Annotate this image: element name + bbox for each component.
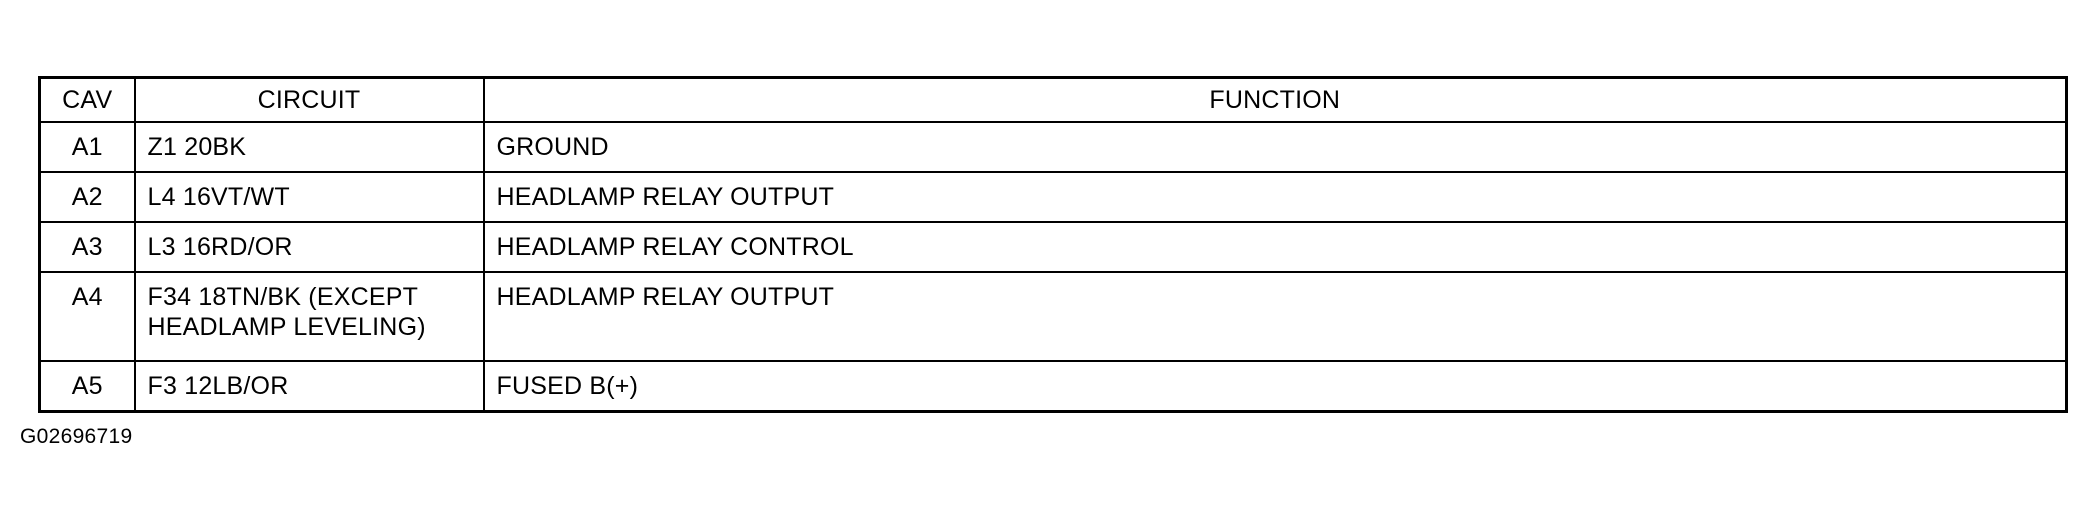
circuit-cell: L3 16RD/OR (133, 221, 485, 273)
header-function: FUNCTION (482, 76, 2068, 123)
table-row: A2 L4 16VT/WT HEADLAMP RELAY OUTPUT (38, 171, 2068, 223)
table-row: A5 F3 12LB/OR FUSED B(+) (38, 360, 2068, 413)
function-cell: HEADLAMP RELAY CONTROL (482, 221, 2068, 273)
cav-cell: A3 (38, 221, 136, 273)
figure-id: G02696719 (20, 425, 133, 448)
circuit-cell: F3 12LB/OR (133, 360, 485, 413)
circuit-cell: Z1 20BK (133, 121, 485, 173)
cav-cell: A2 (38, 171, 136, 223)
circuit-cell: F34 18TN/BK (EXCEPT HEADLAMP LEVELING) (133, 271, 485, 362)
function-cell: HEADLAMP RELAY OUTPUT (482, 171, 2068, 223)
circuit-cell: L4 16VT/WT (133, 171, 485, 223)
function-cell: HEADLAMP RELAY OUTPUT (482, 271, 2068, 362)
cav-cell: A1 (38, 121, 136, 173)
cav-cell: A4 (38, 271, 136, 362)
function-cell: GROUND (482, 121, 2068, 173)
header-cav: CAV (38, 76, 136, 123)
table-row: A4 F34 18TN/BK (EXCEPT HEADLAMP LEVELING… (38, 271, 2068, 362)
connector-pinout-table: CAV CIRCUIT FUNCTION A1 Z1 20BK GROUND A… (38, 76, 2068, 413)
table-row: A3 L3 16RD/OR HEADLAMP RELAY CONTROL (38, 221, 2068, 273)
cav-cell: A5 (38, 360, 136, 413)
table-row: A1 Z1 20BK GROUND (38, 121, 2068, 173)
table-header-row: CAV CIRCUIT FUNCTION (38, 76, 2068, 123)
header-circuit: CIRCUIT (133, 76, 485, 123)
function-cell: FUSED B(+) (482, 360, 2068, 413)
